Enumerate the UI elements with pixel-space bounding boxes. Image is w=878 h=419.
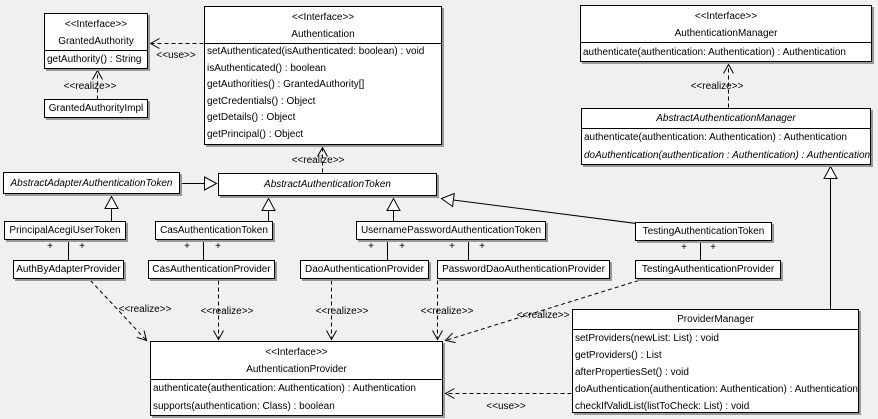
class-box-cas-authentication-token: CasAuthenticationToken [155, 221, 273, 240]
class-box-abstract-authentication-token: AbstractAuthenticationToken [218, 173, 437, 196]
realize-label: <<realize>> [291, 155, 345, 166]
multiplicity-plus: + [449, 241, 455, 252]
method: afterPropertiesSet() : void [575, 367, 689, 378]
stereotype-label: <<Interface>> [64, 19, 128, 30]
class-box-abstract-adapter-authentication-token: AbstractAdapterAuthenticationToken [3, 172, 180, 194]
edge-gen-testingtoken-abstracttoken [440, 192, 637, 224]
stereotype-label: <<Interface>> [291, 12, 355, 23]
multiplicity-plus: + [399, 241, 405, 252]
multiplicity-plus: + [710, 242, 716, 253]
realize-label: <<realize>> [516, 310, 570, 321]
method: getAuthorities() : GrantedAuthority[] [207, 79, 365, 90]
class-name: TestingAuthenticationToken [642, 226, 765, 237]
method: authenticate(authentication: Authenticat… [153, 383, 416, 394]
class-box-abstract-authentication-manager: AbstractAuthenticationManager authentica… [581, 108, 871, 165]
realize-label: <<realize>> [200, 306, 254, 317]
method: supports(authentication: Class) : boolea… [153, 401, 335, 412]
method: isAuthenticated() : boolean [207, 62, 326, 74]
multiplicity-plus: + [479, 241, 485, 252]
class-name: AbstractAuthenticationManager [656, 113, 796, 124]
class-box-granted-authority-impl: GrantedAuthorityImpl [44, 99, 148, 118]
class-name: AuthenticationProvider [246, 364, 347, 375]
method: getProviders() : List [575, 350, 662, 361]
method: getPrincipal() : Object [207, 128, 304, 140]
class-box-principal-acegi-user-token: PrincipalAcegiUserToken [4, 221, 126, 240]
class-box-testing-authentication-token: TestingAuthenticationToken [635, 222, 772, 241]
realize-label: <<realize>> [690, 81, 744, 92]
class-name: PasswordDaoAuthenticationProvider [442, 264, 605, 275]
method: setAuthenticated(isAuthenticated: boolea… [207, 46, 425, 57]
method: setProviders(newList: List) : void [575, 333, 719, 344]
multiplicity-plus: + [79, 241, 85, 252]
class-name: CasAuthenticationToken [160, 225, 268, 236]
class-name: AbstractAuthenticationToken [264, 179, 391, 190]
class-name: Authentication [291, 29, 355, 40]
class-name: GrantedAuthority [58, 36, 134, 47]
class-name: AuthenticationManager [674, 28, 778, 39]
realize-label: <<realize>> [63, 81, 117, 92]
realize-label: <<realize>> [420, 306, 474, 317]
class-name: CasAuthenticationProvider [152, 264, 271, 275]
method: getAuthority() : String [47, 54, 142, 65]
realize-label: <<realize>> [315, 306, 369, 317]
method: authenticate(authentication: Authenticat… [583, 47, 846, 58]
class-box-dao-authentication-provider: DaoAuthenticationProvider [300, 260, 429, 279]
multiplicity-plus: + [215, 241, 221, 252]
class-box-granted-authority: <<Interface>> GrantedAuthority getAuthor… [44, 13, 148, 69]
class-name: DaoAuthenticationProvider [305, 264, 424, 275]
class-box-cas-authentication-provider: CasAuthenticationProvider [148, 260, 275, 279]
class-box-auth-by-adapter-provider: AuthByAdapterProvider [13, 260, 124, 279]
class-name: GrantedAuthorityImpl [48, 103, 144, 114]
method: getDetails() : Object [207, 112, 296, 123]
method: checkIfValidList(listToCheck: List) : vo… [575, 401, 750, 412]
class-name: UsernamePasswordAuthenticationToken [360, 225, 542, 236]
realize-label: <<realize>> [118, 304, 172, 315]
class-box-testing-authentication-provider: TestingAuthenticationProvider [635, 260, 781, 279]
class-box-provider-manager: ProviderManager setProviders(newList: Li… [572, 309, 859, 413]
multiplicity-plus: + [47, 241, 53, 252]
method: getCredentials() : Object [207, 95, 316, 107]
class-name: AbstractAdapterAuthenticationToken [10, 177, 173, 189]
class-box-authentication: <<Interface>> Authentication setAuthenti… [204, 6, 442, 145]
class-name: AuthByAdapterProvider [16, 264, 121, 275]
multiplicity-plus: + [184, 241, 190, 252]
class-box-username-password-authentication-token: UsernamePasswordAuthenticationToken [356, 221, 546, 240]
class-box-password-dao-authentication-provider: PasswordDaoAuthenticationProvider [437, 260, 610, 279]
method: authenticate(authentication: Authenticat… [584, 132, 847, 143]
edge-realize-testingprovider-authprovider [444, 280, 639, 344]
stereotype-label: <<Interface>> [694, 11, 758, 22]
method-abstract: doAuthentication(authentication : Authen… [584, 150, 871, 161]
stereotype-label: <<Interface>> [265, 347, 328, 358]
class-name: TestingAuthenticationProvider [641, 264, 775, 275]
class-name: PrincipalAcegiUserToken [9, 225, 121, 236]
class-box-authentication-manager: <<Interface>> AuthenticationManager auth… [580, 5, 872, 62]
multiplicity-plus: + [681, 242, 687, 253]
use-label: <<use>> [156, 50, 196, 61]
method: doAuthentication(authentication: Authent… [575, 384, 858, 395]
class-name: ProviderManager [677, 314, 754, 325]
multiplicity-plus: + [368, 241, 374, 252]
use-label: <<use>> [486, 401, 526, 412]
class-box-authentication-provider: <<Interface>> AuthenticationProvider aut… [150, 341, 443, 416]
